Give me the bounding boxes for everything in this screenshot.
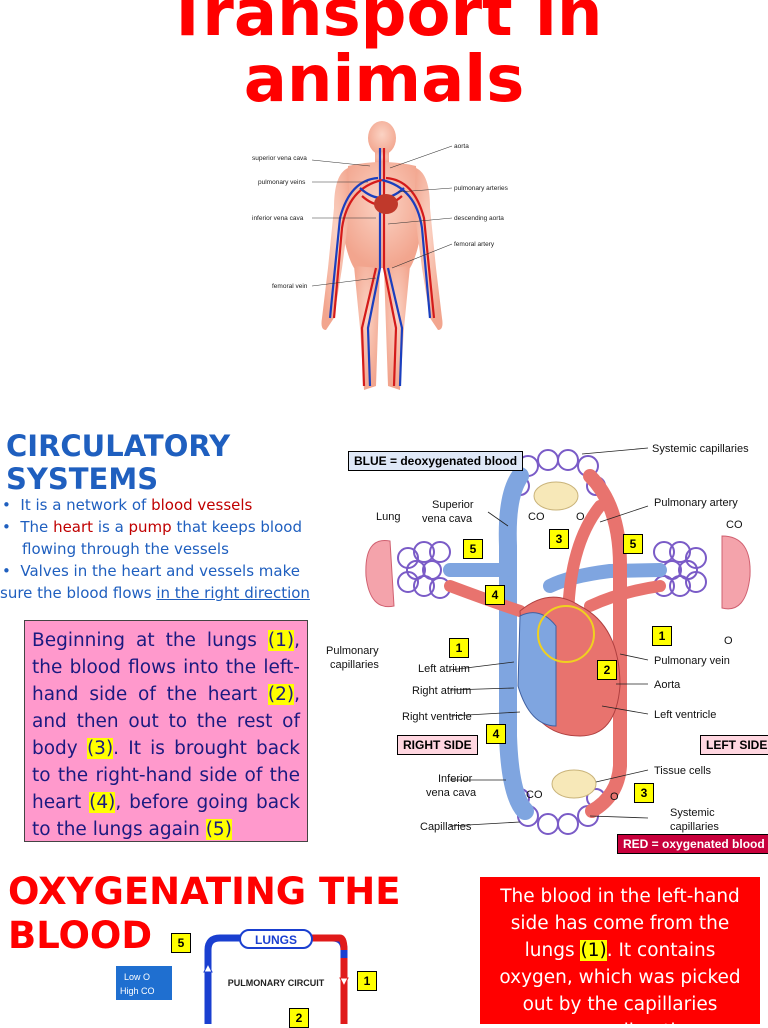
step-number-1-circuit: 1 bbox=[357, 971, 377, 991]
step-number-3-bottom: 3 bbox=[634, 783, 654, 803]
label-left-atrium: Left atrium bbox=[418, 663, 470, 675]
step-number-5-left: 5 bbox=[463, 539, 483, 559]
pulmonary-capillaries-right bbox=[653, 541, 707, 597]
label-co2-bottom: CO bbox=[526, 789, 543, 801]
label-capillaries: Capillaries bbox=[420, 821, 472, 833]
step-number-2: 2 bbox=[597, 660, 617, 680]
heart-valve-highlight bbox=[537, 605, 595, 663]
fig-label-superior-vena-cava: superior vena cava bbox=[252, 155, 307, 162]
page-title-line1: Transport in bbox=[165, 0, 603, 51]
fig-label-inferior-vena-cava: inferior vena cava bbox=[252, 215, 304, 222]
fig-label-femoral-vein: femoral vein bbox=[272, 283, 308, 290]
label-aorta: Aorta bbox=[654, 679, 681, 691]
label-co2-right: CO bbox=[726, 519, 743, 531]
lungs-label: LUNGS bbox=[255, 933, 297, 947]
left-side-tag: LEFT SIDE bbox=[700, 735, 768, 755]
lungs-pill bbox=[239, 929, 313, 949]
oxygen-info-red-box: The blood in the left-hand side has come… bbox=[480, 877, 760, 1024]
circulation-diagram: Systemic capillaries Superior vena cava … bbox=[326, 443, 751, 835]
bullet-valves: • Valves in the heart and vessels make s… bbox=[0, 562, 310, 602]
step-number-5-right: 5 bbox=[623, 534, 643, 554]
blue-key: BLUE = deoxygenated blood bbox=[348, 451, 524, 471]
lung-left bbox=[365, 539, 395, 608]
high-co2-label: High CO bbox=[120, 986, 155, 996]
step-number-2-circuit: 2 bbox=[289, 1008, 309, 1028]
bullet-heart-pump: • The heart is a pump that keeps blood f… bbox=[2, 518, 302, 558]
label-systemic-capillaries-top: Systemic capillaries bbox=[652, 443, 749, 455]
label-right-atrium: Right atrium bbox=[412, 685, 471, 697]
diagram-leaders bbox=[449, 447, 649, 827]
label-co2-top: CO bbox=[528, 511, 545, 523]
human-circulation-figure: superior vena cava pulmonary veins infer… bbox=[252, 121, 509, 390]
low-o2-label: Low O bbox=[124, 972, 150, 982]
low-high-box bbox=[116, 966, 172, 1000]
up-arrow-icon bbox=[203, 962, 213, 973]
label-pulmonary-capillaries-1: Pulmonary bbox=[326, 645, 379, 657]
fig-label-aorta: aorta bbox=[454, 143, 469, 150]
step-number-4-top: 4 bbox=[485, 585, 505, 605]
step-number-5-circuit: 5 bbox=[171, 933, 191, 953]
bullet-blood-vessels: • It is a network of blood vessels bbox=[2, 496, 253, 514]
label-lung: Lung bbox=[376, 511, 400, 523]
circulatory-heading: CIRCULATORY SYSTEMS bbox=[6, 429, 231, 496]
lung-right bbox=[721, 535, 751, 610]
pulmonary-circuit-label: PULMONARY CIRCUIT bbox=[228, 978, 325, 988]
label-o2-bottom: O bbox=[610, 791, 619, 803]
label-systemic-capillaries-2: capillaries bbox=[670, 821, 719, 833]
red-key: RED = oxygenated blood bbox=[617, 834, 768, 854]
summary-pink-box: Beginning at the lungs (1), the blood fl… bbox=[24, 620, 308, 842]
label-pulmonary-capillaries-2: capillaries bbox=[330, 659, 379, 671]
down-arrow-icon bbox=[339, 977, 349, 988]
heart-shape bbox=[374, 194, 398, 214]
label-o2-right: O bbox=[724, 635, 733, 647]
label-inferior-vena-cava-1: Inferior bbox=[438, 773, 473, 785]
fig-label-pulmonary-arteries: pulmonary arteries bbox=[454, 185, 509, 192]
tissue-cells bbox=[533, 481, 597, 799]
pulmonary-circuit-diagram: LUNGS PULMONARY CIRCUIT Low O High CO bbox=[116, 929, 349, 1024]
fig-label-pulmonary-veins: pulmonary veins bbox=[258, 179, 306, 186]
circulatory-bullets: • It is a network of blood vessels • The… bbox=[0, 494, 326, 604]
label-left-ventricle: Left ventricle bbox=[654, 709, 716, 721]
label-right-ventricle: Right ventricle bbox=[402, 711, 472, 723]
oxygenating-heading: OXYGENATING THE BLOOD bbox=[8, 870, 401, 957]
label-pulmonary-artery: Pulmonary artery bbox=[654, 497, 738, 509]
page-title-line2: animals bbox=[243, 43, 525, 117]
label-pulmonary-vein: Pulmonary vein bbox=[654, 655, 730, 667]
step-number-1-right: 1 bbox=[652, 626, 672, 646]
pulmonary-capillaries-left bbox=[397, 541, 451, 599]
right-side-tag: RIGHT SIDE bbox=[397, 735, 478, 755]
heart bbox=[517, 596, 621, 737]
label-superior-vena-cava-1: Superior bbox=[432, 499, 474, 511]
label-leaders bbox=[311, 145, 453, 287]
label-inferior-vena-cava-2: vena cava bbox=[426, 787, 477, 799]
fig-label-descending-aorta: descending aorta bbox=[454, 215, 504, 222]
label-tissue-cells: Tissue cells bbox=[654, 765, 712, 777]
label-o2-top: O bbox=[576, 511, 585, 523]
step-number-4-bottom: 4 bbox=[486, 724, 506, 744]
fig-label-femoral-artery: femoral artery bbox=[454, 241, 495, 248]
step-number-1-left: 1 bbox=[449, 638, 469, 658]
step-number-3-top: 3 bbox=[549, 529, 569, 549]
blue-vessels bbox=[443, 467, 667, 820]
label-systemic-capillaries-1: Systemic bbox=[670, 807, 715, 819]
label-superior-vena-cava-2: vena cava bbox=[422, 513, 473, 525]
